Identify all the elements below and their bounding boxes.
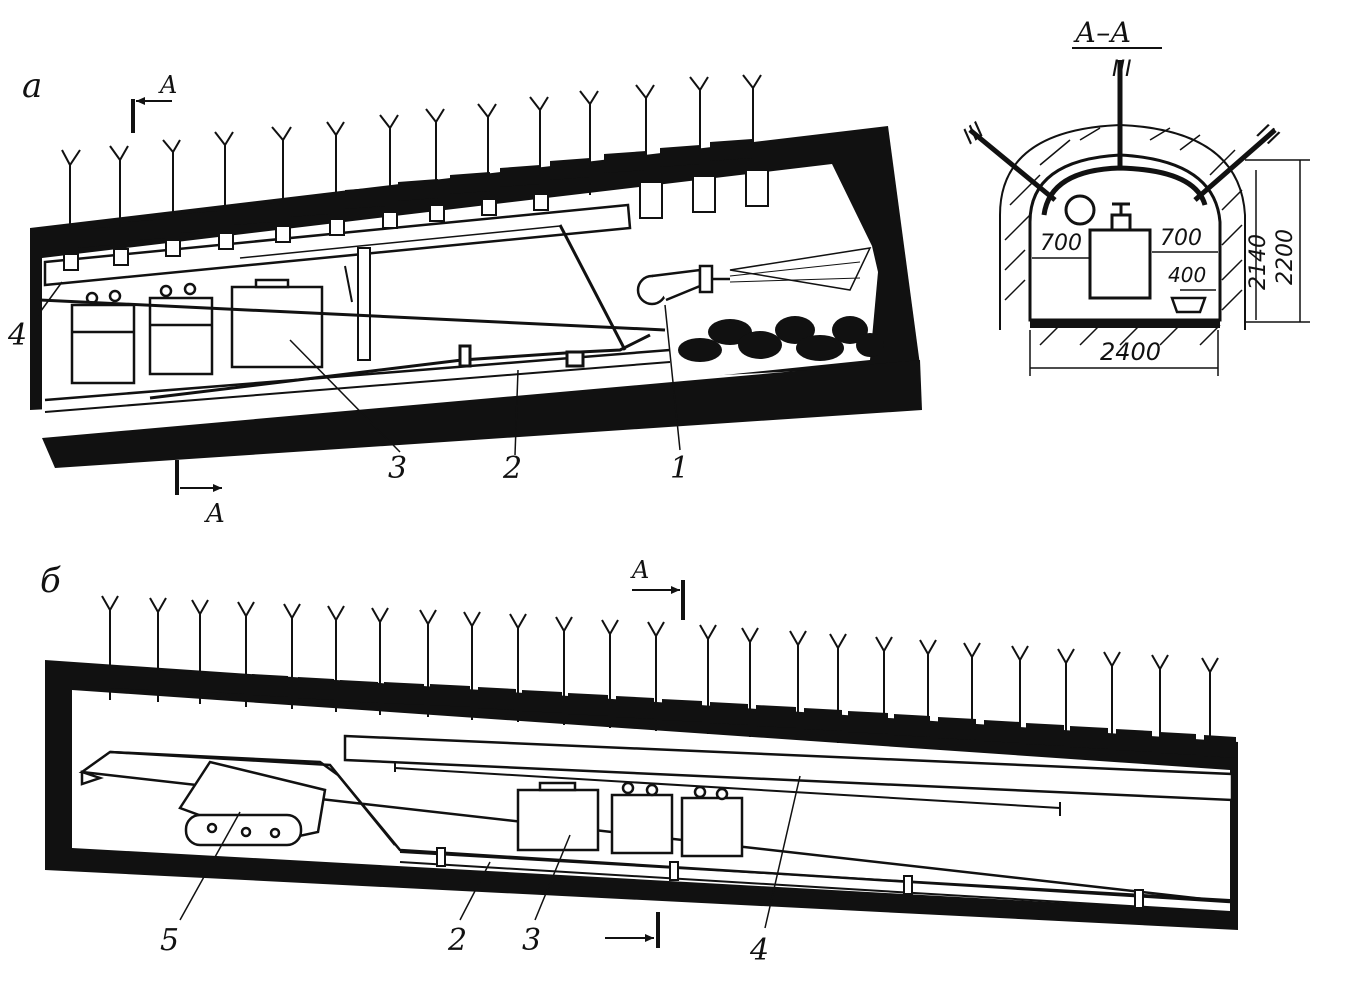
section-a-a: А–А III III III [959,16,1310,376]
panel-a-boom [39,224,666,351]
panel-a-section-letter-top: A [158,71,177,99]
panel-a-callout-3: 3 [388,451,407,486]
panel-a: а A A [7,66,922,529]
panel-a-partition [344,247,371,361]
panel-b-props [101,595,1219,767]
panel-b-battery-boxes [516,781,744,858]
panel-a-rock-pile [678,316,884,362]
panel-b-callout-4: 4 [749,933,769,968]
panel-a-section-letter-bottom: A [204,499,225,529]
panel-b-callout-3: 3 [522,923,541,958]
panel-b: б A [40,556,1238,968]
panel-a-section-mark-top: A [131,71,177,133]
panel-b-callout-2: 2 [447,923,467,958]
section-title: А–А [1073,16,1131,49]
panel-a-roof-beam [43,203,632,287]
panel-b-section-letter-top: A [630,556,649,584]
panel-a-hose [149,333,651,400]
section-dim-height-inner: 2140 [1246,234,1271,290]
panel-b-callout-5: 5 [160,923,179,958]
section-dim-right-gap: 700 [1160,226,1202,251]
section-dimensions [1029,159,1310,376]
section-floor [1030,320,1220,328]
panel-a-section-mark-bottom: A [175,460,225,529]
section-dim-left-gap: 700 [1040,231,1082,256]
panel-a-callout-1: 1 [670,451,689,486]
panel-a-callout-2: 2 [502,451,522,486]
panel-a-leaders [37,281,681,456]
section-dim-small: 400 [1168,263,1206,287]
panel-a-letter: а [22,66,42,106]
panel-b-section-mark-top: A [630,556,685,620]
panel-a-callout-4: 4 [7,318,27,353]
panel-a-prop-feet [63,169,769,271]
panel-b-loader [78,750,1231,904]
section-equipment-box [1088,202,1152,300]
panel-a-lining-blocks [78,139,752,248]
panel-a-battery-boxes [70,278,324,385]
section-rail-trolley [1170,296,1207,314]
section-dim-width: 2400 [1100,338,1161,366]
panel-b-roof-beam [343,734,1234,816]
panel-b-rail-track [399,847,1231,913]
section-anchor-bolts [968,60,1277,202]
panel-a-water-cannon [636,247,872,306]
panel-b-roof-blocks [110,668,1236,758]
panel-a-props [61,74,762,260]
section-dim-height-outer: 2200 [1273,229,1298,285]
panel-b-leaders [179,775,801,929]
panel-b-letter: б [40,561,61,601]
panel-b-section-mark-bottom [605,912,660,948]
section-pipe [1064,194,1096,226]
